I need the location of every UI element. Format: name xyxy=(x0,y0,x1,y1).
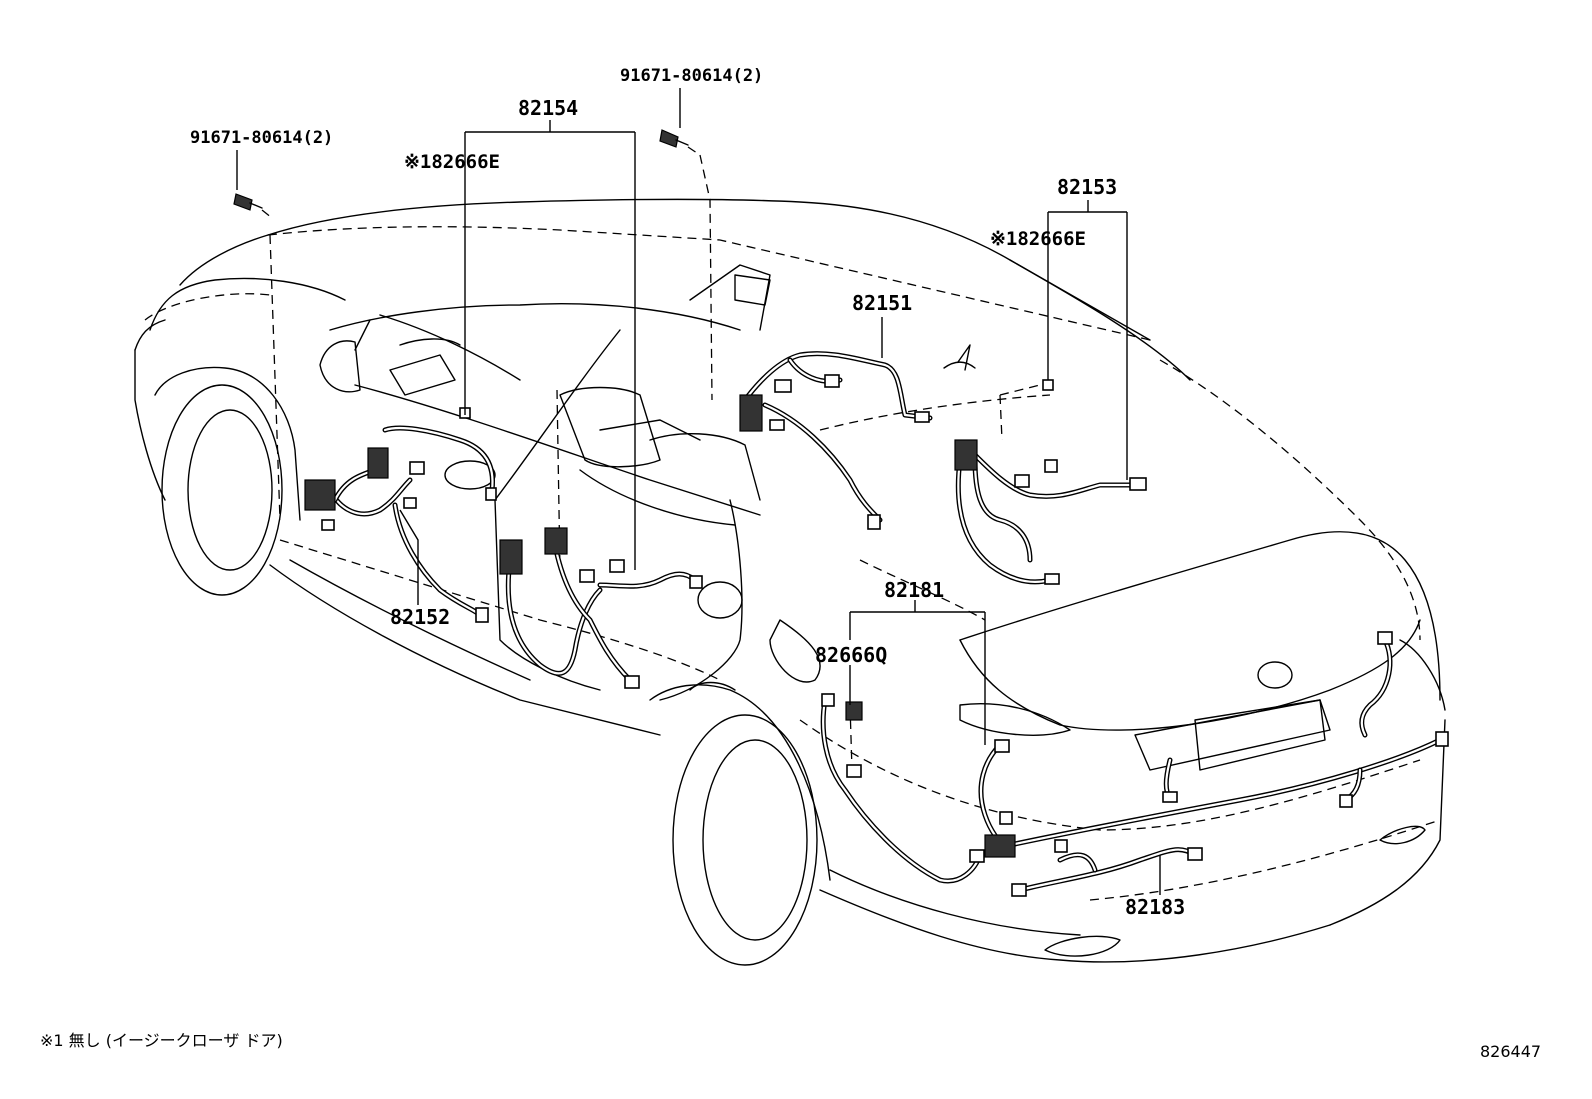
harness-82181 xyxy=(820,693,1013,884)
bolt-icon xyxy=(659,129,701,156)
harness-82154 xyxy=(459,407,703,689)
bolt-left-label: 91671-80614(2) xyxy=(190,128,333,148)
harness-82183 xyxy=(984,631,1449,897)
car-body-outline xyxy=(134,198,1446,966)
part-82183-label: 82183 xyxy=(1125,895,1185,919)
part-labels: 91671-80614(2) 91671-80614(2) 82154 ※182… xyxy=(40,66,1541,1061)
part-82153-label: 82153 xyxy=(1057,175,1117,199)
hidden-outline-lines xyxy=(144,154,1441,901)
part-82154-label: 82154 xyxy=(518,96,578,120)
harness-82153 xyxy=(954,379,1147,585)
diagram-id: 826447 xyxy=(1480,1042,1541,1061)
part-82152-label: 82152 xyxy=(390,605,450,629)
leader-lines xyxy=(236,88,1161,895)
bolt-right-label: 91671-80614(2) xyxy=(620,66,763,86)
part-82181-label: 82181 xyxy=(884,578,944,602)
bolt-icon xyxy=(233,193,273,219)
footnote: ※1 無し (イージークローザ ドア) xyxy=(40,1031,283,1050)
part-82666e-right-label: ※182666E xyxy=(990,228,1086,250)
harness-82151 xyxy=(739,351,933,530)
part-82666q-label: 82666Q xyxy=(815,643,887,667)
part-82151-label: 82151 xyxy=(852,291,912,315)
part-82666e-left-label: ※182666E xyxy=(404,151,500,173)
harness-82152 xyxy=(304,425,497,623)
